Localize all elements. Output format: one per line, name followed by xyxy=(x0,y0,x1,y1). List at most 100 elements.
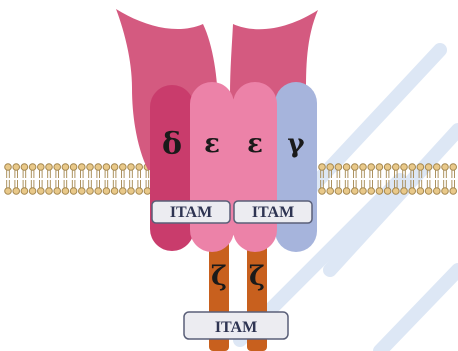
lipid-head xyxy=(376,188,383,195)
lipid-head xyxy=(128,164,135,171)
lipid-head xyxy=(352,188,359,195)
itam-left-label: ITAM xyxy=(170,204,212,221)
lipid-tail xyxy=(15,180,18,188)
lipid-head xyxy=(327,188,334,195)
lipid-tail xyxy=(72,180,75,188)
lipid-head xyxy=(368,188,375,195)
lipid-tail xyxy=(345,180,348,188)
lipid-tail xyxy=(56,170,59,178)
lipid-head xyxy=(128,188,135,195)
lipid-head xyxy=(62,164,69,171)
lipid-head xyxy=(409,164,416,171)
lipid-head xyxy=(95,188,102,195)
lipid-tail xyxy=(354,170,357,178)
lipid-head xyxy=(46,188,53,195)
lipid-tail xyxy=(329,180,332,188)
gamma-label: γ xyxy=(287,129,305,159)
lipid-tail xyxy=(56,180,59,188)
lipid-head xyxy=(120,188,127,195)
lipid-head xyxy=(79,188,86,195)
lipid-tail xyxy=(105,170,108,178)
lipid-tail xyxy=(122,170,125,178)
lipid-tail xyxy=(378,170,381,178)
lipid-tail xyxy=(386,170,389,178)
lipid-tail xyxy=(15,170,18,178)
lipid-head xyxy=(62,188,69,195)
lipid-head xyxy=(29,188,36,195)
lipid-head xyxy=(335,188,342,195)
lipid-tail xyxy=(130,180,133,188)
lipid-tail xyxy=(378,180,381,188)
lipid-head xyxy=(70,188,77,195)
delta-label: δ xyxy=(162,127,182,162)
lipid-tail xyxy=(354,180,357,188)
lipid-head xyxy=(5,164,12,171)
lipid-head xyxy=(5,188,12,195)
lipid-head xyxy=(144,188,151,195)
lipid-tail xyxy=(113,180,116,188)
zeta-right-label: ζ xyxy=(249,261,265,292)
lipid-tail xyxy=(122,180,125,188)
lipid-head xyxy=(29,164,36,171)
lipid-head xyxy=(103,164,110,171)
lipid-head xyxy=(368,164,375,171)
lipid-head xyxy=(450,188,457,195)
lipid-tail xyxy=(81,170,84,178)
lipid-tail xyxy=(31,170,34,178)
lipid-head xyxy=(376,164,383,171)
lipid-tail xyxy=(436,180,439,188)
lipid-tail xyxy=(337,180,340,188)
lipid-tail xyxy=(64,170,67,178)
lipid-head xyxy=(13,164,20,171)
lipid-head xyxy=(417,164,424,171)
lipid-head xyxy=(417,188,424,195)
lipid-head xyxy=(327,164,334,171)
lipid-tail xyxy=(452,180,455,188)
itam-box-left: ITAM xyxy=(152,201,230,223)
lipid-head xyxy=(401,188,408,195)
lipid-tail xyxy=(370,170,373,178)
lipid-head xyxy=(136,188,143,195)
cd3-epsilon-chain-left xyxy=(190,82,234,252)
lipid-tail xyxy=(48,170,51,178)
lipid-tail xyxy=(146,170,149,178)
lipid-tail xyxy=(23,180,26,188)
lipid-head xyxy=(46,164,53,171)
cd3-delta-chain xyxy=(150,85,194,251)
lipid-tail xyxy=(72,170,75,178)
lipid-tail xyxy=(130,170,133,178)
lipid-tail xyxy=(7,170,10,178)
lipid-head xyxy=(384,188,391,195)
lipid-tail xyxy=(97,180,100,188)
lipid-head xyxy=(384,164,391,171)
lipid-tail xyxy=(444,180,447,188)
lipid-head xyxy=(319,188,326,195)
lipid-head xyxy=(79,164,86,171)
lipid-tail xyxy=(345,170,348,178)
lipid-head xyxy=(442,164,449,171)
lipid-head xyxy=(425,164,432,171)
lipid-head xyxy=(95,164,102,171)
lipid-tail xyxy=(113,170,116,178)
lipid-head xyxy=(450,164,457,171)
lipid-tail xyxy=(337,170,340,178)
lipid-head xyxy=(136,164,143,171)
lipid-head xyxy=(38,188,45,195)
lipid-head xyxy=(103,188,110,195)
lipid-tail xyxy=(64,180,67,188)
zeta-left-label: ζ xyxy=(211,261,227,292)
lipid-head xyxy=(360,164,367,171)
itam-bottom-label: ITAM xyxy=(215,319,257,336)
lipid-head xyxy=(393,188,400,195)
lipid-tail xyxy=(138,180,141,188)
lipid-head xyxy=(360,188,367,195)
lipid-head xyxy=(70,164,77,171)
lipid-tail xyxy=(427,180,430,188)
lipid-head xyxy=(425,188,432,195)
lipid-tail xyxy=(31,180,34,188)
lipid-head xyxy=(434,188,441,195)
lipid-tail xyxy=(362,170,365,178)
lipid-head xyxy=(409,188,416,195)
lipid-tail xyxy=(138,170,141,178)
epsilon-right-label: ε xyxy=(247,129,263,159)
